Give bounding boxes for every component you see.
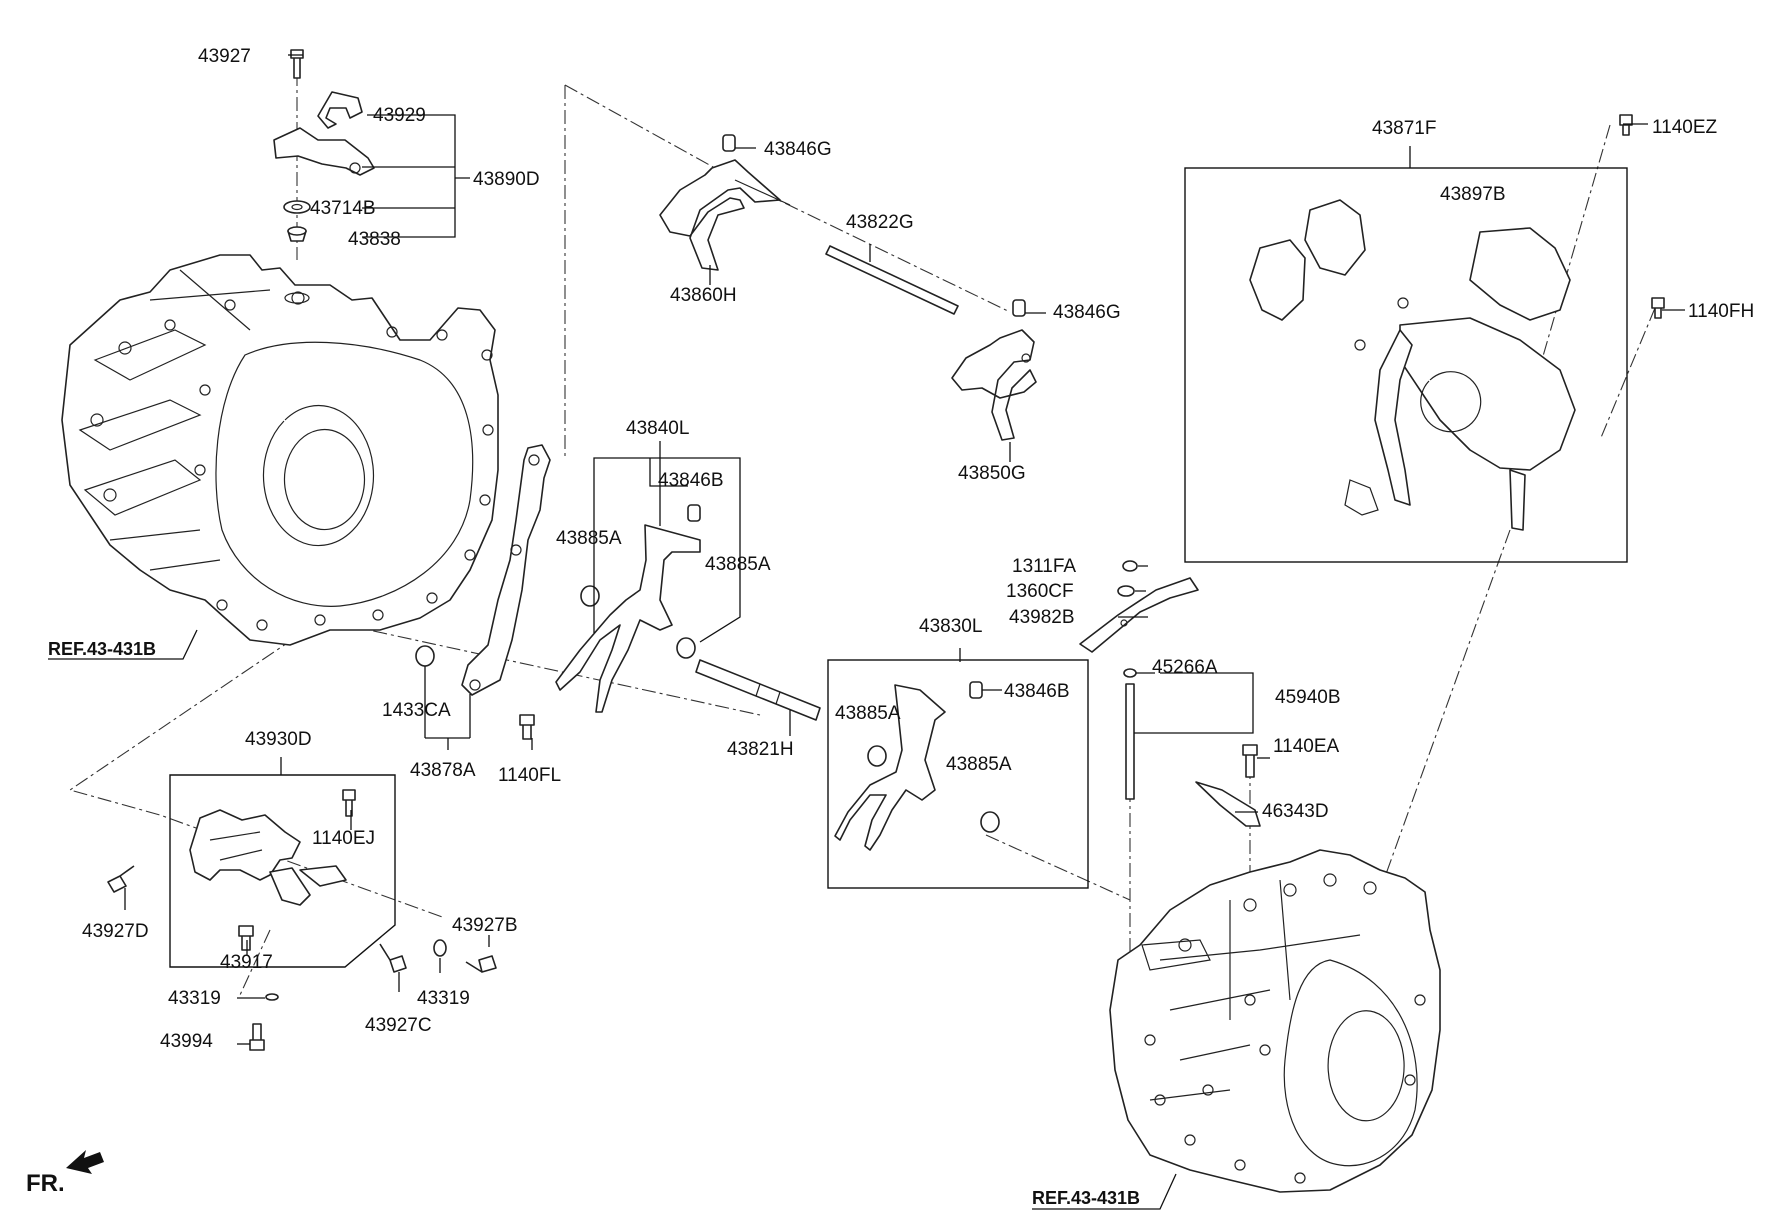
label-1140FL: 1140FL <box>498 765 561 786</box>
label-43885A-d: 43885A <box>946 754 1012 775</box>
label-1360CF: 1360CF <box>1006 581 1074 602</box>
label-43871F: 43871F <box>1372 118 1436 139</box>
label-43850G: 43850G <box>958 463 1026 484</box>
label-1433CA: 1433CA <box>382 700 451 721</box>
label-43821H: 43821H <box>727 739 794 760</box>
label-43319-b: 43319 <box>417 988 470 1009</box>
label-1140FH: 1140FH <box>1688 301 1754 322</box>
label-43930D: 43930D <box>245 729 312 750</box>
label-43917: 43917 <box>220 952 273 973</box>
transmission-case-left <box>61 254 499 646</box>
label-43840L: 43840L <box>626 418 689 439</box>
label-43927C: 43927C <box>365 1015 432 1036</box>
label-43885A-a: 43885A <box>556 528 622 549</box>
shift-fork-43830L <box>834 681 1000 851</box>
label-43927: 43927 <box>198 46 251 67</box>
label-43860H: 43860H <box>670 285 737 306</box>
front-arrow-icon <box>66 1150 104 1174</box>
label-43929: 43929 <box>373 105 426 126</box>
front-label: FR. <box>26 1170 65 1197</box>
label-43878A: 43878A <box>410 760 476 781</box>
shift-fork-upper-right <box>951 299 1037 441</box>
label-43890D: 43890D <box>473 169 540 190</box>
label-43897B: 43897B <box>1440 184 1506 205</box>
label-43846G-b: 43846G <box>1053 302 1121 323</box>
small-bracket-43982B <box>1079 560 1199 653</box>
shaft-45940B <box>1123 668 1137 800</box>
selector-mechanism <box>189 789 356 951</box>
label-43982B: 43982B <box>1009 607 1075 628</box>
label-43846G-a: 43846G <box>764 139 832 160</box>
selector-box <box>169 774 396 968</box>
bolt-bracket-46343D <box>1195 744 1261 827</box>
shift-rod-43822G <box>825 245 959 315</box>
label-1140EA: 1140EA <box>1273 736 1340 757</box>
part-labels: 43927 43929 43890D 43714B 43838 43846G 4… <box>82 46 1754 1052</box>
ref-label-right: REF.43-431B <box>1032 1188 1140 1208</box>
actuator-box <box>1184 167 1628 563</box>
leader-lines <box>48 54 1685 1210</box>
label-43885A-c: 43885A <box>835 703 901 724</box>
label-43927D: 43927D <box>82 921 149 942</box>
label-45940B: 45940B <box>1275 687 1341 708</box>
label-43714B: 43714B <box>310 198 376 219</box>
label-46343D: 46343D <box>1262 801 1329 822</box>
group-boxes <box>169 167 1628 968</box>
label-43885A-b: 43885A <box>705 554 771 575</box>
label-43830L: 43830L <box>919 616 982 637</box>
label-43846B-b: 43846B <box>1004 681 1070 702</box>
label-1140EJ: 1140EJ <box>312 828 375 849</box>
label-43994: 43994 <box>160 1031 213 1052</box>
shift-rod-43821H <box>695 659 821 721</box>
selector-bolts <box>107 865 497 1051</box>
shift-fork-upper <box>659 134 791 271</box>
label-43927B: 43927B <box>452 915 518 936</box>
fork-43830L-box <box>827 659 1089 889</box>
label-1140EZ: 1140EZ <box>1652 117 1718 138</box>
label-45266A: 45266A <box>1152 657 1218 678</box>
label-1311FA: 1311FA <box>1012 556 1076 577</box>
label-43846B-a: 43846B <box>658 470 724 491</box>
label-43838: 43838 <box>348 229 401 250</box>
label-43822G: 43822G <box>846 212 914 233</box>
actuator-assembly <box>1249 114 1665 531</box>
label-43319-a: 43319 <box>168 988 221 1009</box>
ref-label-left: REF.43-431B <box>48 639 156 659</box>
transmission-case-right <box>1109 849 1441 1193</box>
